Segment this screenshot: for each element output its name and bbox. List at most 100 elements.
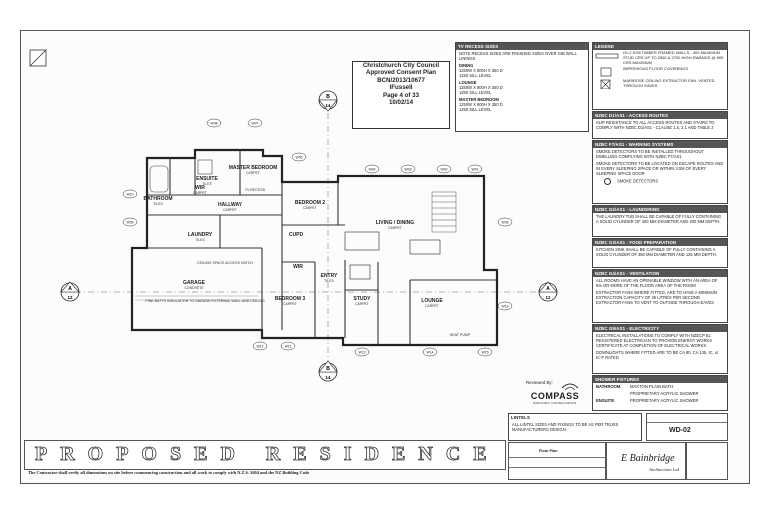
svg-text:TILES: TILES — [153, 202, 163, 206]
insulation-note: PINK BATTS INSULATION TO GARAGE EXTERNAL… — [145, 299, 265, 303]
room-label: BEDROOM 2 — [295, 200, 326, 206]
revision-block — [686, 442, 728, 480]
window-tag: W06 — [502, 221, 509, 225]
consent-line: BCN/2013/10677 — [377, 76, 425, 84]
sheet-title-block: Floor Plan — [508, 442, 606, 480]
room-label: STUDY — [354, 296, 372, 302]
svg-text:14: 14 — [326, 103, 331, 108]
shower-header: SHOWER FIXTURES — [593, 376, 727, 383]
room-label: LAUNDRY — [188, 232, 213, 238]
svg-text:12: 12 — [546, 295, 551, 300]
legend-header: LEGEND — [593, 43, 727, 50]
lintels-panel: LINTELS ALL LINTEL SIZES AND FIXINGS TO … — [508, 413, 642, 441]
legend-item: IMPERVIOUS FLOOR COVERINGS — [593, 66, 727, 78]
extractor-fan-icon — [600, 80, 611, 90]
smoke-detector-icon — [604, 178, 611, 185]
window-tag: W15 — [482, 351, 489, 355]
svg-text:B: B — [326, 94, 330, 100]
room-label: HALLWAY — [218, 202, 243, 208]
electricity-panel: NZBC G9/AS1 - ELECTRICITY ELECTRICAL INS… — [592, 324, 728, 374]
ventilation-text: EXTRACTOR FANS WHERE FITTED, ARE TO HAVE… — [596, 290, 717, 305]
window-tag: W03 — [405, 168, 412, 172]
food-prep-panel: NZBC G3/AS1 - FOOD PREPARATION KITCHEN S… — [592, 238, 728, 268]
room-label: WIR — [195, 185, 205, 191]
room-label: GARAGE — [183, 280, 206, 286]
food-text: KITCHEN SINK SHALL BE CAPABLE OF FULLY C… — [596, 247, 717, 257]
room-label: ENTRY — [321, 273, 338, 279]
kitchen-bench — [344, 231, 441, 280]
window-tag: W13 — [359, 351, 366, 355]
consent-line: Christchurch City Council — [362, 62, 440, 69]
room-label: ENSUITE — [196, 176, 218, 182]
tv-recess-header: TV RECESS SIZES — [456, 43, 588, 50]
access-header: NZBC D1/AS1 - ACCESS ROUTES — [593, 112, 727, 119]
svg-text:CARPET: CARPET — [193, 191, 207, 195]
ventilation-header: NZBC G4/AS1 - VENTILATION — [593, 270, 727, 277]
ceiling-hatch-note: CEILING SPACE ACCESS HATCH — [197, 261, 253, 265]
reviewed-by-label: Reviewed By: — [526, 380, 553, 385]
svg-text:CARPET: CARPET — [388, 226, 402, 230]
svg-text:CONCRETE: CONCRETE — [184, 286, 204, 290]
electricity-text: ELECTRICAL INSTALLATIONS TO COMPLY WITH … — [596, 333, 713, 348]
reviewer-sub: BUILDING CONSULTANTS — [533, 401, 577, 405]
window-tag: W01 — [472, 168, 479, 172]
svg-text:TILES: TILES — [195, 238, 205, 242]
svg-text:A: A — [68, 286, 72, 292]
consent-line: Page 4 of 33 — [382, 91, 420, 99]
window-tag: W14 — [427, 351, 434, 355]
consent-line: IFussell — [389, 84, 413, 92]
svg-text:CARPET: CARPET — [303, 206, 317, 210]
laundering-header: NZBC G2/AS1 - LAUNDERING — [593, 206, 727, 213]
ventilation-panel: NZBC G4/AS1 - VENTILATION ALL ROOMS HAVE… — [592, 269, 728, 323]
legend-panel: LEGEND H1.2 SG8 TIMBER FRAMED WALLS - 40… — [592, 42, 728, 110]
interior-walls — [147, 150, 497, 345]
firm-sub: Architecture Ltd — [649, 467, 679, 472]
legend-item: MARIROSE CEILING EXTRACTOR FAN. VENTED T… — [593, 78, 727, 90]
svg-text:CARPET: CARPET — [355, 302, 369, 306]
window-tag: W04 — [369, 168, 376, 172]
tv-recess-note: TV RECESS — [245, 188, 266, 192]
fireplace-hatch — [431, 191, 457, 233]
svg-text:12: 12 — [68, 295, 73, 300]
svg-text:TILES: TILES — [324, 279, 334, 283]
reviewer-name: COMPASS — [530, 391, 580, 401]
consent-stamp: Christchurch City Council Approved Conse… — [352, 61, 450, 129]
heat-pump-note: HEAT PUMP — [450, 333, 471, 337]
warning-text: SMOKE DETECTORS TO BE LOCATED ON ESCAPE … — [596, 161, 724, 176]
svg-text:CARPET: CARPET — [223, 208, 237, 212]
electricity-text: DOWNLIGHTS WHERE FITTED ARE TO BE CA 80,… — [596, 350, 719, 360]
svg-text:CARPET: CARPET — [246, 171, 260, 175]
lintels-text: ALL LINTEL SIZES AND FIXINGS TO BE AS PE… — [512, 422, 619, 432]
ventilation-text: ALL ROOMS HAVE AN OPENABLE WINDOW WITH A… — [596, 278, 718, 288]
electricity-header: NZBC G9/AS1 - ELECTRICITY — [593, 325, 727, 332]
window-tag: W09 — [127, 221, 134, 225]
floor-covering-icon — [600, 68, 612, 77]
title-strip: PROPOSED RESIDENCE — [24, 440, 506, 470]
room-label: BATHROOM — [143, 196, 172, 202]
warning-systems-panel: NZBC F7/AS1 - WARNING SYSTEMS SMOKE DETE… — [592, 140, 728, 204]
smoke-detector-legend: SMOKE DETECTORS — [596, 178, 724, 185]
svg-text:CARPET: CARPET — [425, 304, 439, 308]
room-label: BEDROOM 3 — [275, 296, 306, 302]
shower-row: PROPRIETARY ACRYLIC SHOWER — [630, 391, 699, 396]
room-label: MASTER BEDROOM — [229, 165, 278, 171]
north-point-icon — [29, 49, 47, 67]
window-tags: W08 W07 W05 W04 W03 W02 W01 W09 W10 W11 … — [122, 118, 513, 357]
window-tag: W05 — [296, 156, 303, 160]
lintels-header: LINTELS — [509, 414, 641, 421]
room-label: WIR — [293, 264, 303, 270]
svg-text:CARPET: CARPET — [283, 302, 297, 306]
room-label: LOUNGE — [421, 298, 443, 304]
warning-header: NZBC F7/AS1 - WARNING SYSTEMS — [593, 141, 727, 148]
wall-symbol-icon — [595, 53, 619, 59]
window-tag: W07 — [252, 122, 259, 126]
laundering-text: THE LAUNDRY TUB SHALL BE CAPABLE OF FULL… — [596, 214, 722, 224]
firm-block: E Bainbridge Architecture Ltd — [606, 442, 686, 480]
svg-text:TILES: TILES — [202, 182, 212, 186]
section-marks: A 12 A 12 B 14 B 14 — [60, 90, 558, 382]
svg-text:14: 14 — [326, 375, 331, 380]
shower-fixture — [197, 159, 213, 175]
section-mark-bottom: B 14 — [318, 360, 338, 382]
